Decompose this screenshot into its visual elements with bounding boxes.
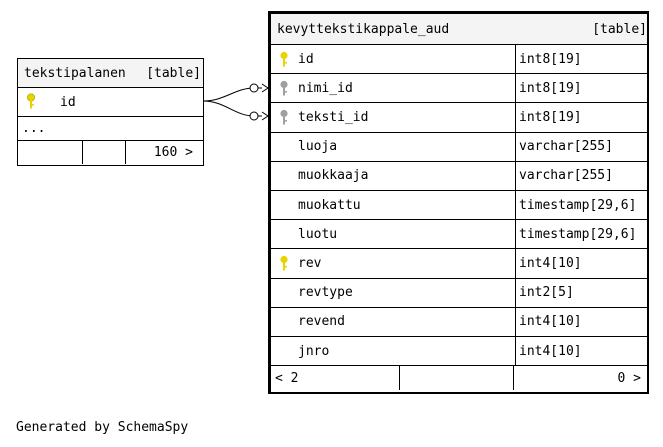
column-type: int8[19] — [519, 109, 582, 125]
column-name: jnro — [298, 343, 330, 359]
column-type: varchar[255] — [519, 139, 613, 155]
more-columns: ... — [18, 117, 203, 141]
primary-key-icon — [26, 93, 36, 115]
column-divider — [515, 161, 516, 190]
table-name: tekstipalanen — [24, 65, 126, 81]
primary-key-icon — [279, 51, 289, 73]
column-type: int4[10] — [519, 314, 582, 330]
column-name: id — [60, 94, 76, 110]
column-name: muokattu — [298, 197, 361, 213]
column-divider — [515, 103, 516, 132]
column-row-revtype[interactable]: revtype int2[5] — [271, 278, 647, 308]
column-row-id[interactable]: id int8[19] — [271, 45, 647, 75]
column-name: id — [298, 51, 314, 67]
foreign-key-icon — [279, 80, 289, 102]
footer-divider — [125, 141, 126, 164]
children-count[interactable]: 160 > — [153, 145, 193, 160]
column-row-muokkaaja[interactable]: muokkaaja varchar[255] — [271, 161, 647, 191]
table-tag: [table] — [146, 65, 201, 81]
column-row-luoja[interactable]: luoja varchar[255] — [271, 132, 647, 162]
generated-by-footer: Generated by SchemaSpy — [16, 420, 189, 435]
column-divider — [515, 307, 516, 336]
column-type: int2[5] — [519, 285, 574, 301]
primary-key-icon — [279, 255, 289, 277]
footer-divider — [513, 366, 514, 390]
column-row-muokattu[interactable]: muokattu timestamp[29,6] — [271, 191, 647, 221]
table-tag: [table] — [592, 21, 647, 37]
column-type: int8[19] — [519, 80, 582, 96]
column-divider — [515, 74, 516, 103]
column-type: timestamp[29,6] — [519, 197, 637, 213]
relationship-nimi-id[interactable] — [202, 83, 269, 102]
column-row-teksti-id[interactable]: teksti_id int8[19] — [271, 103, 647, 133]
table-tekstipalanen[interactable]: tekstipalanen [table] id ... 160 > — [17, 58, 204, 166]
column-name: teksti_id — [298, 109, 369, 125]
column-name: muokkaaja — [298, 168, 369, 184]
parents-count[interactable]: < 2 — [275, 370, 299, 386]
column-type: int4[10] — [519, 255, 582, 271]
column-type: int8[19] — [519, 51, 582, 67]
column-type: int4[10] — [519, 343, 582, 359]
column-row-rev[interactable]: rev int4[10] — [271, 249, 647, 279]
column-type: varchar[255] — [519, 168, 613, 184]
column-divider — [515, 220, 516, 249]
column-divider — [515, 132, 516, 161]
column-row-luotu[interactable]: luotu timestamp[29,6] — [271, 220, 647, 250]
column-divider — [515, 278, 516, 307]
column-row-id[interactable]: id — [18, 88, 203, 117]
column-divider — [515, 337, 516, 366]
table-footer: < 2 0 > — [271, 366, 647, 390]
column-type: timestamp[29,6] — [519, 226, 637, 242]
column-name: rev — [298, 255, 322, 271]
foreign-key-icon — [279, 109, 289, 131]
table-header: kevyttekstikappale_aud [table] — [271, 14, 647, 45]
column-divider — [515, 249, 516, 278]
column-divider — [515, 191, 516, 220]
children-count[interactable]: 0 > — [617, 370, 641, 386]
column-row-jnro[interactable]: jnro int4[10] — [271, 337, 647, 367]
footer-divider — [82, 141, 83, 164]
column-name: luotu — [298, 226, 338, 242]
table-footer: 160 > — [18, 141, 203, 164]
column-name: revend — [298, 314, 345, 330]
relationship-teksti-id[interactable] — [202, 100, 269, 121]
table-kevyttekstikappale-aud[interactable]: kevyttekstikappale_aud [table] id int8[19… — [268, 11, 649, 394]
column-row-nimi-id[interactable]: nimi_id int8[19] — [271, 74, 647, 104]
footer-divider — [399, 366, 400, 390]
table-header: tekstipalanen [table] — [18, 59, 203, 88]
table-name: kevyttekstikappale_aud — [277, 21, 450, 37]
column-name: luoja — [298, 139, 338, 155]
column-name: revtype — [298, 285, 353, 301]
ellipsis: ... — [22, 121, 46, 136]
column-row-revend[interactable]: revend int4[10] — [271, 307, 647, 337]
column-divider — [515, 45, 516, 74]
column-name: nimi_id — [298, 80, 353, 96]
